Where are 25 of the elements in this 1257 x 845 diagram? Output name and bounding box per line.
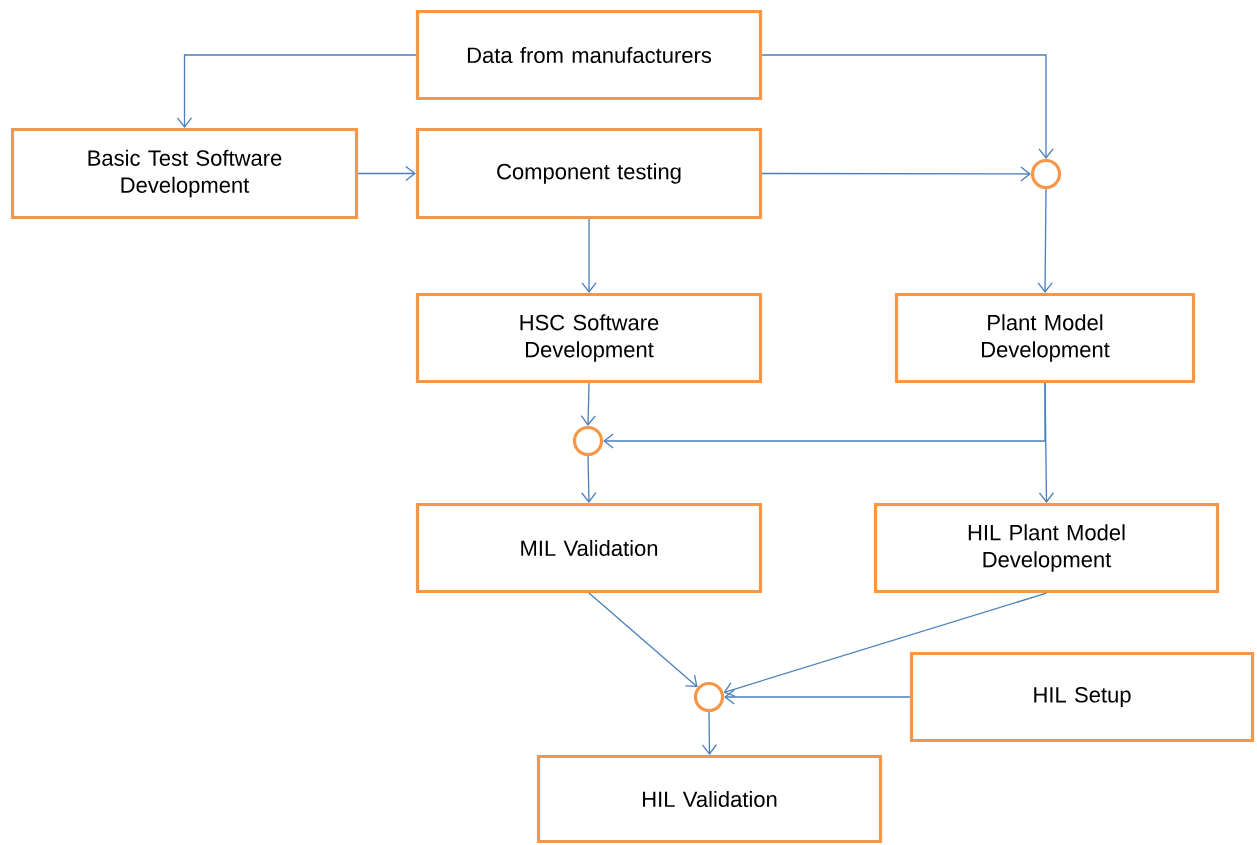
process-box: HIL Validation [536, 754, 883, 844]
process-box: MIL Validation [415, 502, 763, 594]
arrow [357, 165, 416, 182]
process-box: HSC Software Development [415, 292, 763, 384]
arrow [588, 592, 698, 688]
process-box: HIL Plant Model Development [873, 502, 1220, 594]
arrow [581, 218, 597, 293]
process-box: Plant Model Development [894, 292, 1196, 384]
arrow [1038, 382, 1055, 503]
arrow [1037, 188, 1053, 293]
arrow [761, 166, 1031, 182]
process-box: HIL Setup [909, 651, 1255, 743]
arrow [176, 54, 417, 128]
arrow [724, 689, 911, 705]
process-box: Basic Test Software Development [10, 127, 359, 220]
junction-circle [572, 425, 604, 457]
arrow [701, 711, 718, 755]
arrow [761, 54, 1054, 159]
arrow [581, 455, 597, 503]
junction-circle [1030, 158, 1062, 190]
junction-circle [693, 681, 725, 713]
process-box: Data from manufacturers [415, 9, 763, 101]
arrow [580, 382, 596, 426]
process-box: Component testing [415, 127, 763, 220]
arrow [723, 592, 1048, 697]
